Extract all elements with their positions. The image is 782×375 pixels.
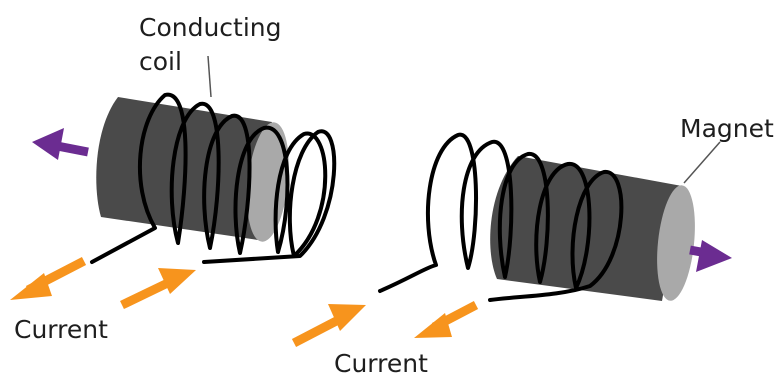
left-magnet-face — [247, 122, 289, 242]
coil-leader-line — [207, 55, 212, 98]
left-coil-wire — [90, 92, 337, 264]
current-left-out-arrow — [10, 257, 87, 300]
current-right-out-arrow — [414, 301, 479, 338]
magnet-label: Magnet — [680, 114, 774, 143]
left-magnet — [96, 97, 289, 242]
right-magnet-face — [657, 185, 695, 301]
current-right-label: Current — [334, 349, 428, 375]
arrow-right-icon — [689, 240, 732, 272]
conducting-coil-label-line2: coil — [139, 47, 182, 76]
left-coil — [90, 92, 337, 264]
current-left-label: Current — [14, 315, 108, 344]
magnet-leader-line — [683, 141, 721, 184]
conducting-coil-label-line1: Conducting — [139, 13, 282, 42]
current-left-in-arrow — [120, 268, 196, 310]
current-right-in-arrow — [291, 304, 366, 347]
right-coil-wire — [378, 132, 624, 302]
right-magnet-body — [490, 156, 682, 301]
arrow-left-icon — [32, 128, 89, 160]
right-coil — [378, 132, 624, 302]
